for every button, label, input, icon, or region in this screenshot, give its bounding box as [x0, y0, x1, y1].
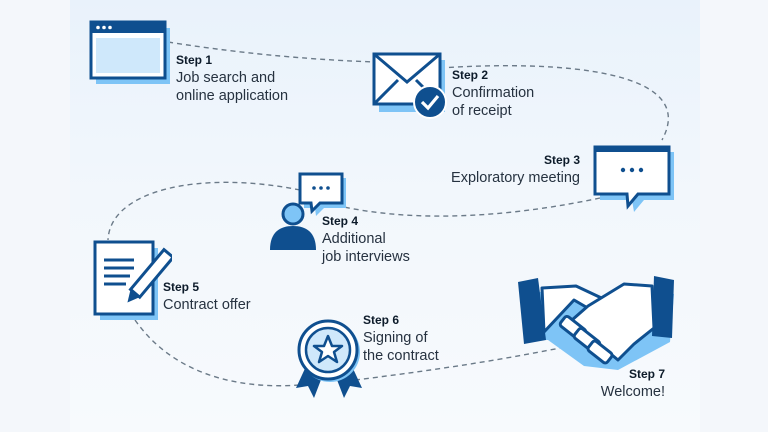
step-description-line: Confirmation — [452, 85, 535, 101]
envelope-check-icon — [372, 52, 447, 119]
step-description-line: Signing of — [363, 330, 428, 346]
step-number: Step 3 — [543, 153, 580, 167]
step-description-line: Job search and — [176, 70, 276, 86]
step-number: Step 5 — [163, 280, 200, 294]
step-description-line: Exploratory meeting — [451, 170, 580, 186]
document-pen-icon — [93, 240, 172, 320]
step-number: Step 4 — [322, 214, 359, 228]
step-description-line: online application — [176, 88, 289, 104]
step-number: Step 2 — [452, 68, 489, 82]
step-description-line: Additional — [322, 231, 386, 247]
step-6-label: Step 6 Signing of the contract — [363, 313, 439, 365]
browser-window-icon — [89, 20, 170, 84]
person-speech-icon — [270, 172, 346, 250]
step-3-label: Step 3 Exploratory meeting — [451, 153, 580, 187]
step-description-line: Welcome! — [600, 384, 665, 400]
step-2-label: Step 2 Confirmation of receipt — [452, 68, 534, 120]
step-number: Step 6 — [363, 313, 400, 327]
step-description-line: job interviews — [322, 249, 410, 265]
award-seal-icon — [296, 319, 362, 398]
step-5-label: Step 5 Contract offer — [163, 280, 251, 314]
step-1-label: Step 1 Job search and online application — [176, 53, 288, 105]
handshake-icon — [518, 276, 674, 370]
step-number: Step 1 — [176, 53, 213, 67]
step-number: Step 7 — [628, 367, 665, 381]
step-description-line: of receipt — [452, 103, 512, 119]
chat-bubble-icon — [593, 145, 674, 212]
step-description-line: Contract offer — [163, 297, 251, 313]
step-4-label: Step 4 Additional job interviews — [322, 214, 410, 266]
step-7-label: Step 7 Welcome! — [601, 367, 665, 401]
step-description-line: the contract — [363, 348, 439, 364]
